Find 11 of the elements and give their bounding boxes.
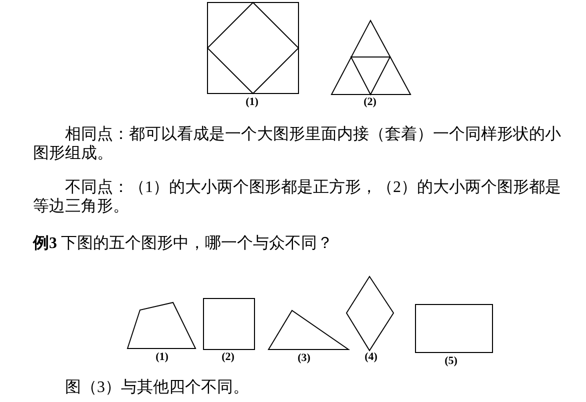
figure-number: (2) (222, 351, 234, 363)
figure-number: (1) (246, 96, 258, 108)
paragraph: 不同点：（1）的大小两个图形都是正方形，（2）的大小两个图形都是等边三角形。 (33, 178, 562, 216)
figure-number: (5) (444, 355, 458, 367)
paragraph: 相同点：都可以看成是一个大图形里面内接（套着）一个同样形状的小图形组成。 (33, 125, 562, 163)
figure-number: (2) (364, 96, 376, 108)
figure-number: (1) (156, 351, 168, 363)
paragraph: 图（3）与其他四个不同。 (64, 378, 250, 397)
question-text: 例3 下图的五个图形中，哪一个与众不同？ (33, 234, 334, 253)
figure-number: (4) (364, 351, 378, 363)
figure-number: (3) (298, 352, 310, 364)
